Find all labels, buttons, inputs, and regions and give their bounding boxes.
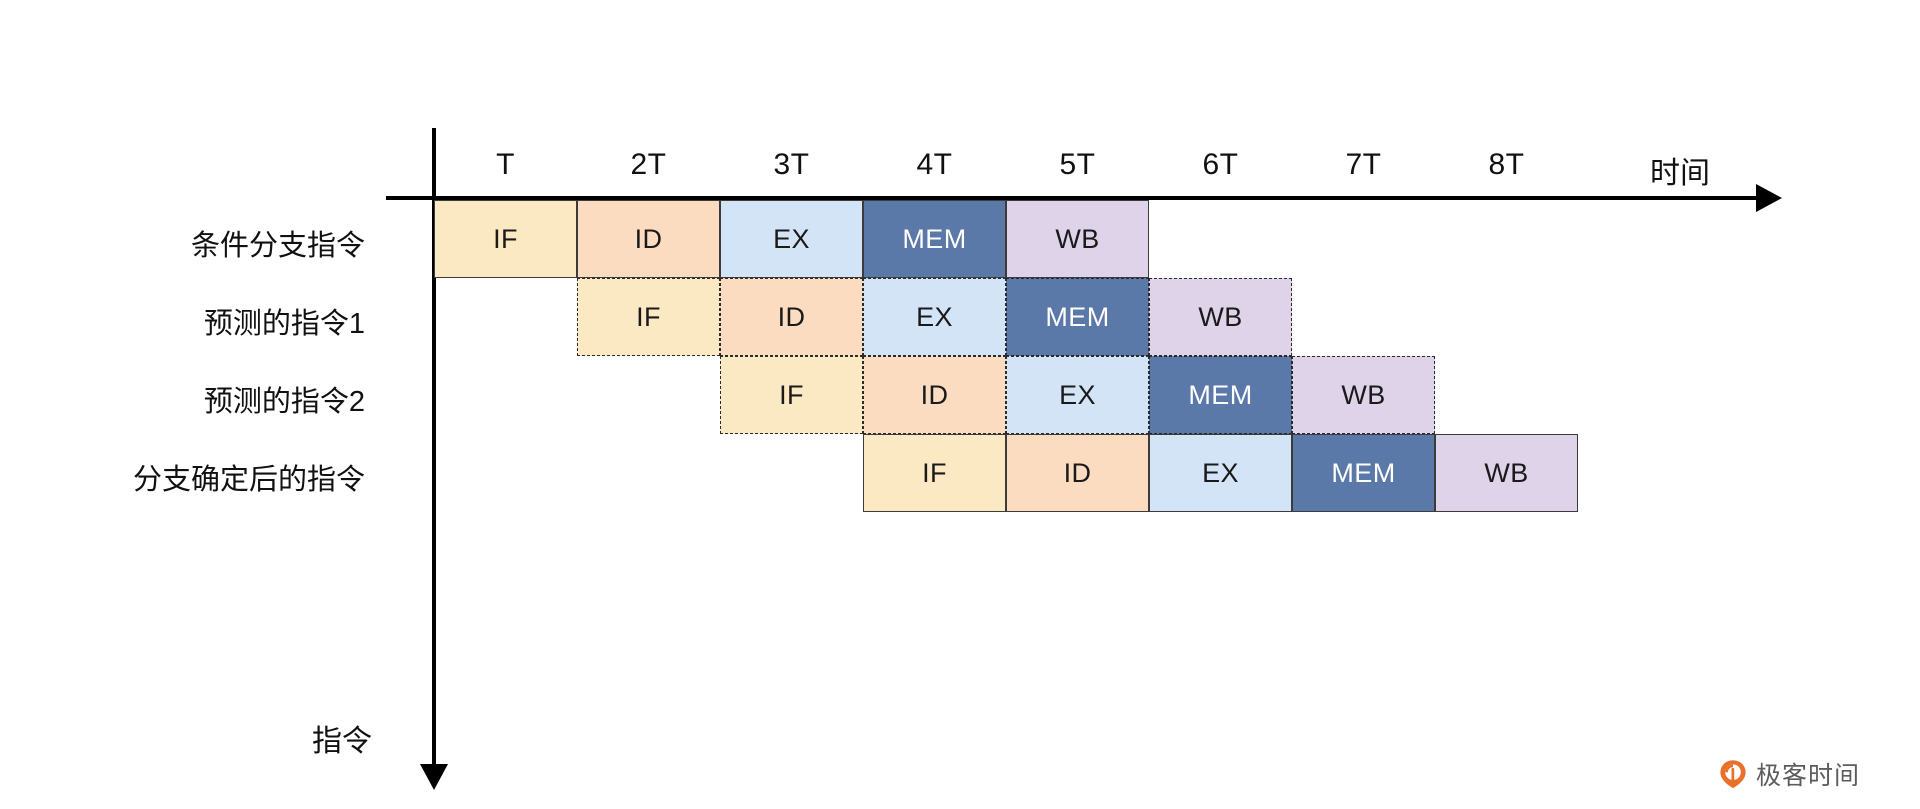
pipeline-cell-r4-ex: EX (1149, 434, 1292, 512)
pipeline-cell-r4-if: IF (863, 434, 1006, 512)
pipeline-cell-r4-mem: MEM (1292, 434, 1435, 512)
pipeline-cell-r1-if: IF (434, 200, 577, 278)
pipeline-cell-r2-id: ID (720, 278, 863, 356)
time-axis-arrowhead (1756, 184, 1782, 212)
time-tick-2: 2T (630, 148, 667, 181)
watermark-text: 极客时间 (1756, 762, 1861, 790)
row-label-2: 预测的指令1 (203, 308, 365, 340)
pipeline-cell-r3-ex: EX (1006, 356, 1149, 434)
pipeline-cell-r3-if: IF (720, 356, 863, 434)
pipeline-cell-r1-ex: EX (720, 200, 863, 278)
instruction-axis-arrowhead (420, 764, 448, 790)
pipeline-cell-r3-wb: WB (1292, 356, 1435, 434)
x-axis-label: 时间 (1650, 157, 1710, 190)
pipeline-cell-r1-id: ID (577, 200, 720, 278)
pipeline-cell-r4-wb: WB (1435, 434, 1578, 512)
time-tick-6: 6T (1202, 148, 1239, 181)
pipeline-cell-r2-ex: EX (863, 278, 1006, 356)
time-tick-4: 4T (916, 148, 953, 181)
pipeline-cell-r3-id: ID (863, 356, 1006, 434)
watermark: 极客时间 (1718, 756, 1860, 792)
pipeline-cell-r2-if: IF (577, 278, 720, 356)
time-tick-8: 8T (1488, 148, 1525, 181)
time-tick-5: 5T (1059, 148, 1096, 181)
pipeline-cell-r1-wb: WB (1006, 200, 1149, 278)
time-tick-1: T (496, 148, 515, 181)
pipeline-cell-r1-mem: MEM (863, 200, 1006, 278)
pipeline-cell-r2-wb: WB (1149, 278, 1292, 356)
row-label-4: 分支确定后的指令 (132, 464, 365, 496)
pipeline-cell-r3-mem: MEM (1149, 356, 1292, 434)
y-axis-label: 指令 (312, 725, 372, 758)
instruction-axis-line (432, 128, 436, 776)
time-tick-7: 7T (1345, 148, 1382, 181)
pipeline-cell-r4-id: ID (1006, 434, 1149, 512)
row-label-3: 预测的指令2 (203, 386, 365, 418)
time-axis-line (386, 196, 1762, 200)
geektime-logo-icon (1720, 760, 1746, 789)
row-label-1: 条件分支指令 (190, 230, 365, 262)
time-tick-3: 3T (773, 148, 810, 181)
pipeline-cell-r2-mem: MEM (1006, 278, 1149, 356)
